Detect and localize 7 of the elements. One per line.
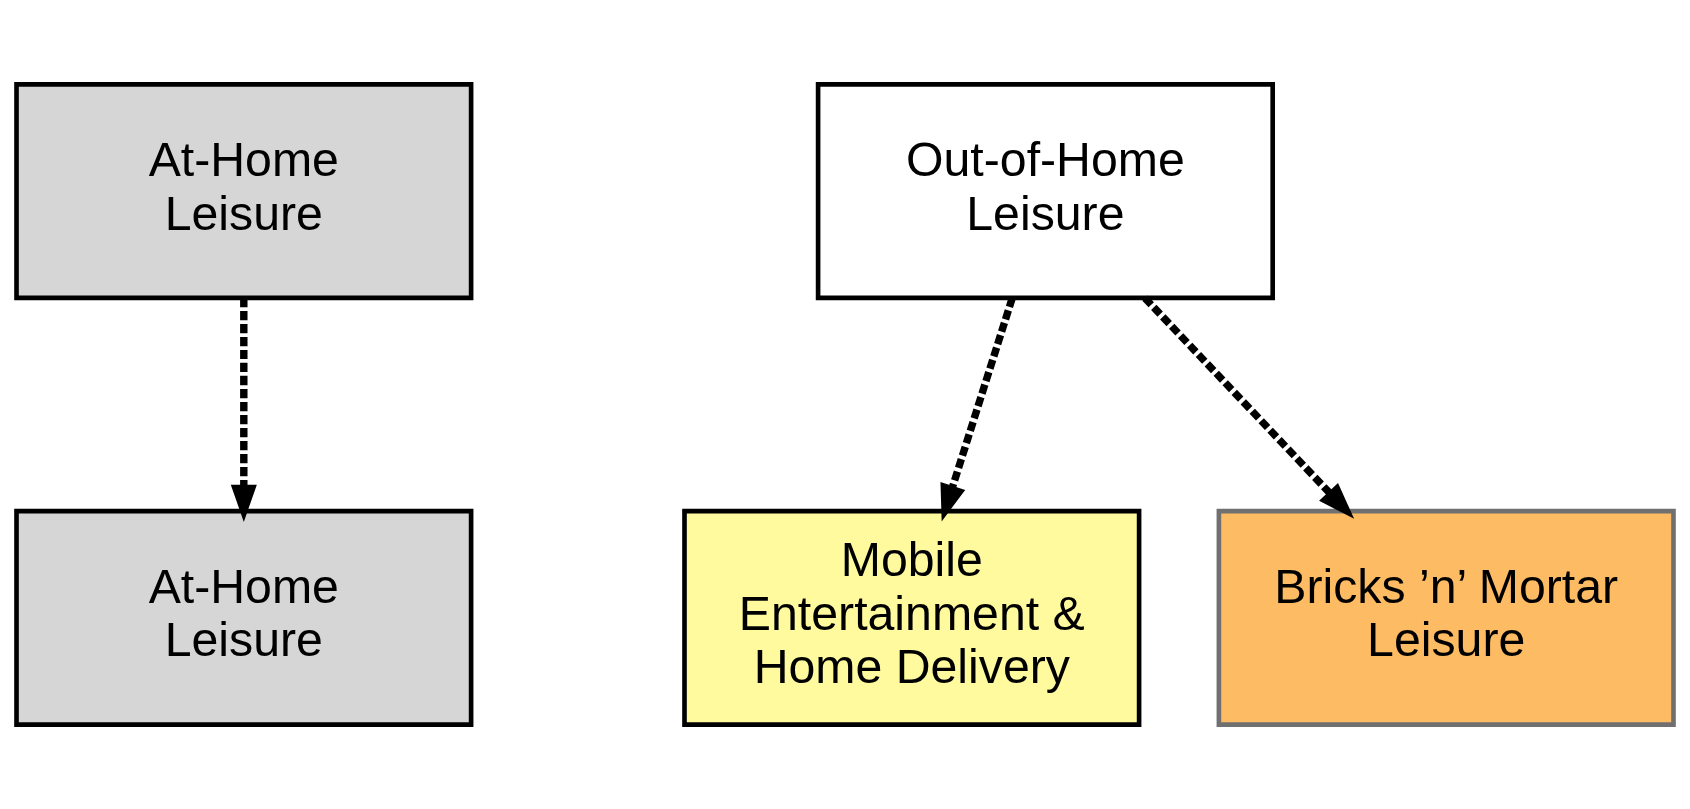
arrow	[1142, 295, 1355, 519]
node-box: Out-of-Home Leisure	[815, 82, 1275, 301]
node-box: At-Home Leisure	[14, 82, 474, 301]
arrow	[230, 298, 257, 522]
node-box: At-Home Leisure	[14, 508, 474, 727]
node-box: Mobile Entertainment & Home Delivery	[682, 508, 1142, 727]
node-box: Bricks ’n’ Mortar Leisure	[1216, 508, 1676, 727]
